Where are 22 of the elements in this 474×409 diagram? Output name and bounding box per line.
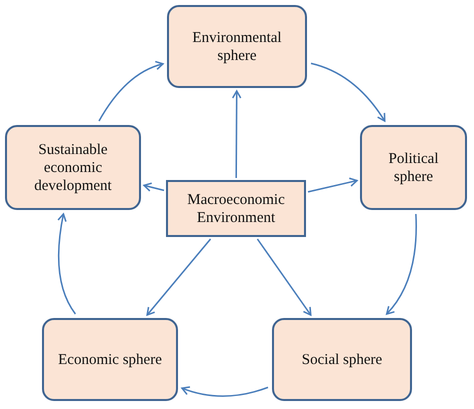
node-label: Environmental sphere bbox=[191, 28, 283, 64]
node-label: Social sphere bbox=[302, 350, 382, 368]
arrow bbox=[310, 62, 386, 122]
arrow bbox=[143, 182, 164, 192]
arrow bbox=[57, 213, 76, 314]
rounded-box bbox=[5, 125, 141, 210]
rounded-box bbox=[360, 125, 467, 210]
arrow bbox=[146, 238, 212, 316]
rounded-box bbox=[167, 5, 307, 88]
arrow bbox=[308, 177, 358, 193]
arrow bbox=[256, 238, 312, 316]
node-label: Economic sphere bbox=[58, 350, 162, 368]
node-label: Political sphere bbox=[388, 150, 440, 186]
rounded-box bbox=[42, 318, 178, 401]
node-label: Macroeconomic Environment bbox=[186, 190, 286, 226]
arrow bbox=[232, 90, 242, 178]
arrow bbox=[181, 386, 268, 397]
rounded-box bbox=[272, 318, 412, 401]
center-box bbox=[166, 180, 306, 237]
node-label: Sustainable economic development bbox=[33, 140, 113, 194]
arrow bbox=[98, 61, 164, 122]
arrow bbox=[386, 214, 417, 315]
